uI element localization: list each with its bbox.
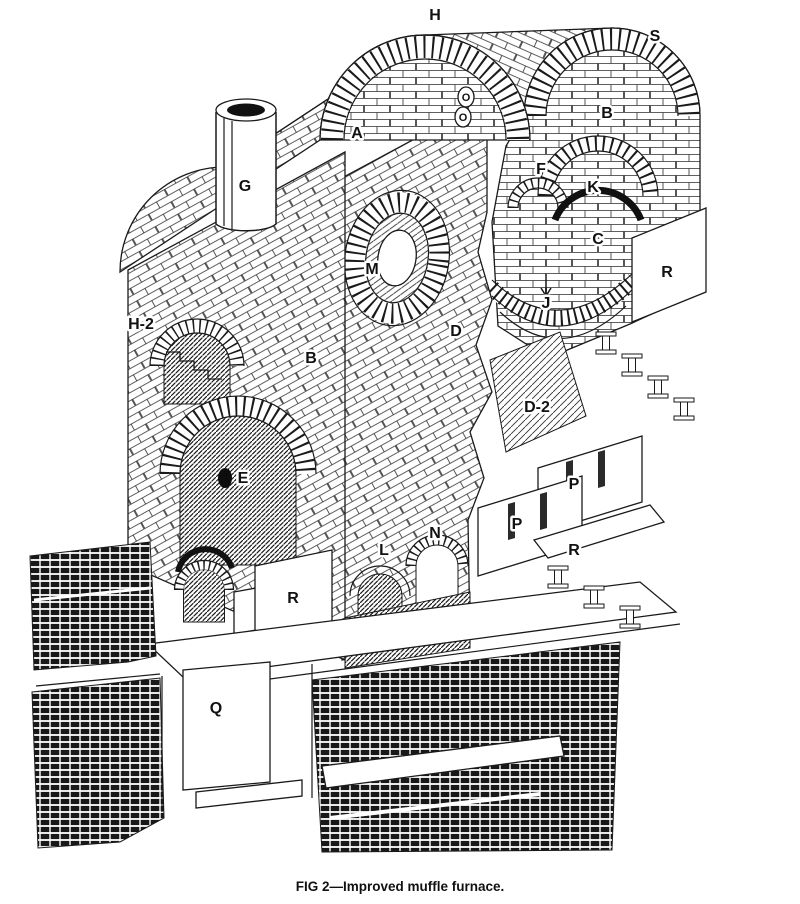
arch-small-left <box>173 546 235 623</box>
earth-bottom-left <box>31 677 165 849</box>
ground <box>29 541 621 853</box>
flue-arc-k <box>551 186 645 222</box>
label-s: S <box>650 28 661 45</box>
label-o-lower: O <box>459 112 468 124</box>
arch-b-left <box>159 395 317 566</box>
label-m: M <box>365 261 378 278</box>
label-d: D <box>450 323 462 340</box>
strata-gap <box>329 792 541 820</box>
strata-slab <box>321 735 565 789</box>
label-g: G <box>239 178 251 195</box>
i-beam <box>673 397 695 421</box>
damper-steps <box>166 351 222 380</box>
cross-wall-d <box>341 98 587 669</box>
arch-face-main <box>319 34 531 141</box>
arch-band-s <box>523 27 701 117</box>
arrow-j <box>540 280 552 298</box>
trough-slot <box>540 492 547 530</box>
part-labels: H S G A O O B F K M C R H-2 J D B D-2 E … <box>126 5 676 720</box>
i-beam <box>595 331 617 355</box>
arch-h2 <box>149 318 245 405</box>
pier-q <box>182 661 271 791</box>
left-front-wall <box>127 150 346 661</box>
i-beam <box>547 565 569 589</box>
label-r-trough: R <box>568 542 580 559</box>
arch-n <box>405 534 469 607</box>
trough-slot <box>598 450 605 488</box>
label-h: H <box>429 7 441 24</box>
arch-band-f <box>507 177 569 209</box>
trough-r-floor <box>532 504 666 559</box>
label-e: E <box>238 470 249 487</box>
earth-left-band <box>29 541 157 671</box>
peephole-e <box>218 468 232 488</box>
hatch-region-d2 <box>489 331 587 453</box>
slab-edge-left <box>35 673 161 687</box>
label-f: F <box>536 161 546 178</box>
footing <box>195 779 303 809</box>
label-q: Q <box>210 700 222 717</box>
label-c: C <box>592 231 604 248</box>
label-o-upper: O <box>462 92 471 104</box>
upper-i-beams <box>595 331 695 421</box>
port-o-lower <box>454 106 472 128</box>
label-h2: H-2 <box>128 316 154 333</box>
figure-caption: FIG 2—Improved muffle furnace. <box>296 879 505 894</box>
strata-gap <box>33 586 151 602</box>
i-beam <box>647 375 669 399</box>
muffle-floor-j <box>486 271 640 340</box>
label-b-right: B <box>601 105 613 122</box>
label-r-right-upper: R <box>661 264 673 281</box>
label-d2: D-2 <box>524 399 550 416</box>
label-l: L <box>379 542 389 559</box>
label-n: N <box>429 525 441 542</box>
troughs <box>477 435 666 577</box>
label-j: J <box>542 295 551 312</box>
i-beam <box>621 353 643 377</box>
earth-bottom-right <box>311 641 621 853</box>
flue-band-left <box>175 546 235 573</box>
label-k: K <box>587 179 599 196</box>
trough-p-lower <box>477 475 583 577</box>
muffle-ring-m <box>343 189 451 327</box>
label-r-left: R <box>287 590 299 607</box>
small-box <box>233 587 257 635</box>
label-b-left: B <box>305 350 317 367</box>
label-p-lower: P <box>512 516 523 533</box>
trough-slot <box>508 502 515 540</box>
label-a: A <box>351 125 363 142</box>
panel-r-upper <box>631 207 707 323</box>
chimney-g <box>215 98 277 232</box>
arch-band-b-right <box>537 135 659 197</box>
label-p-upper: P <box>569 476 580 493</box>
